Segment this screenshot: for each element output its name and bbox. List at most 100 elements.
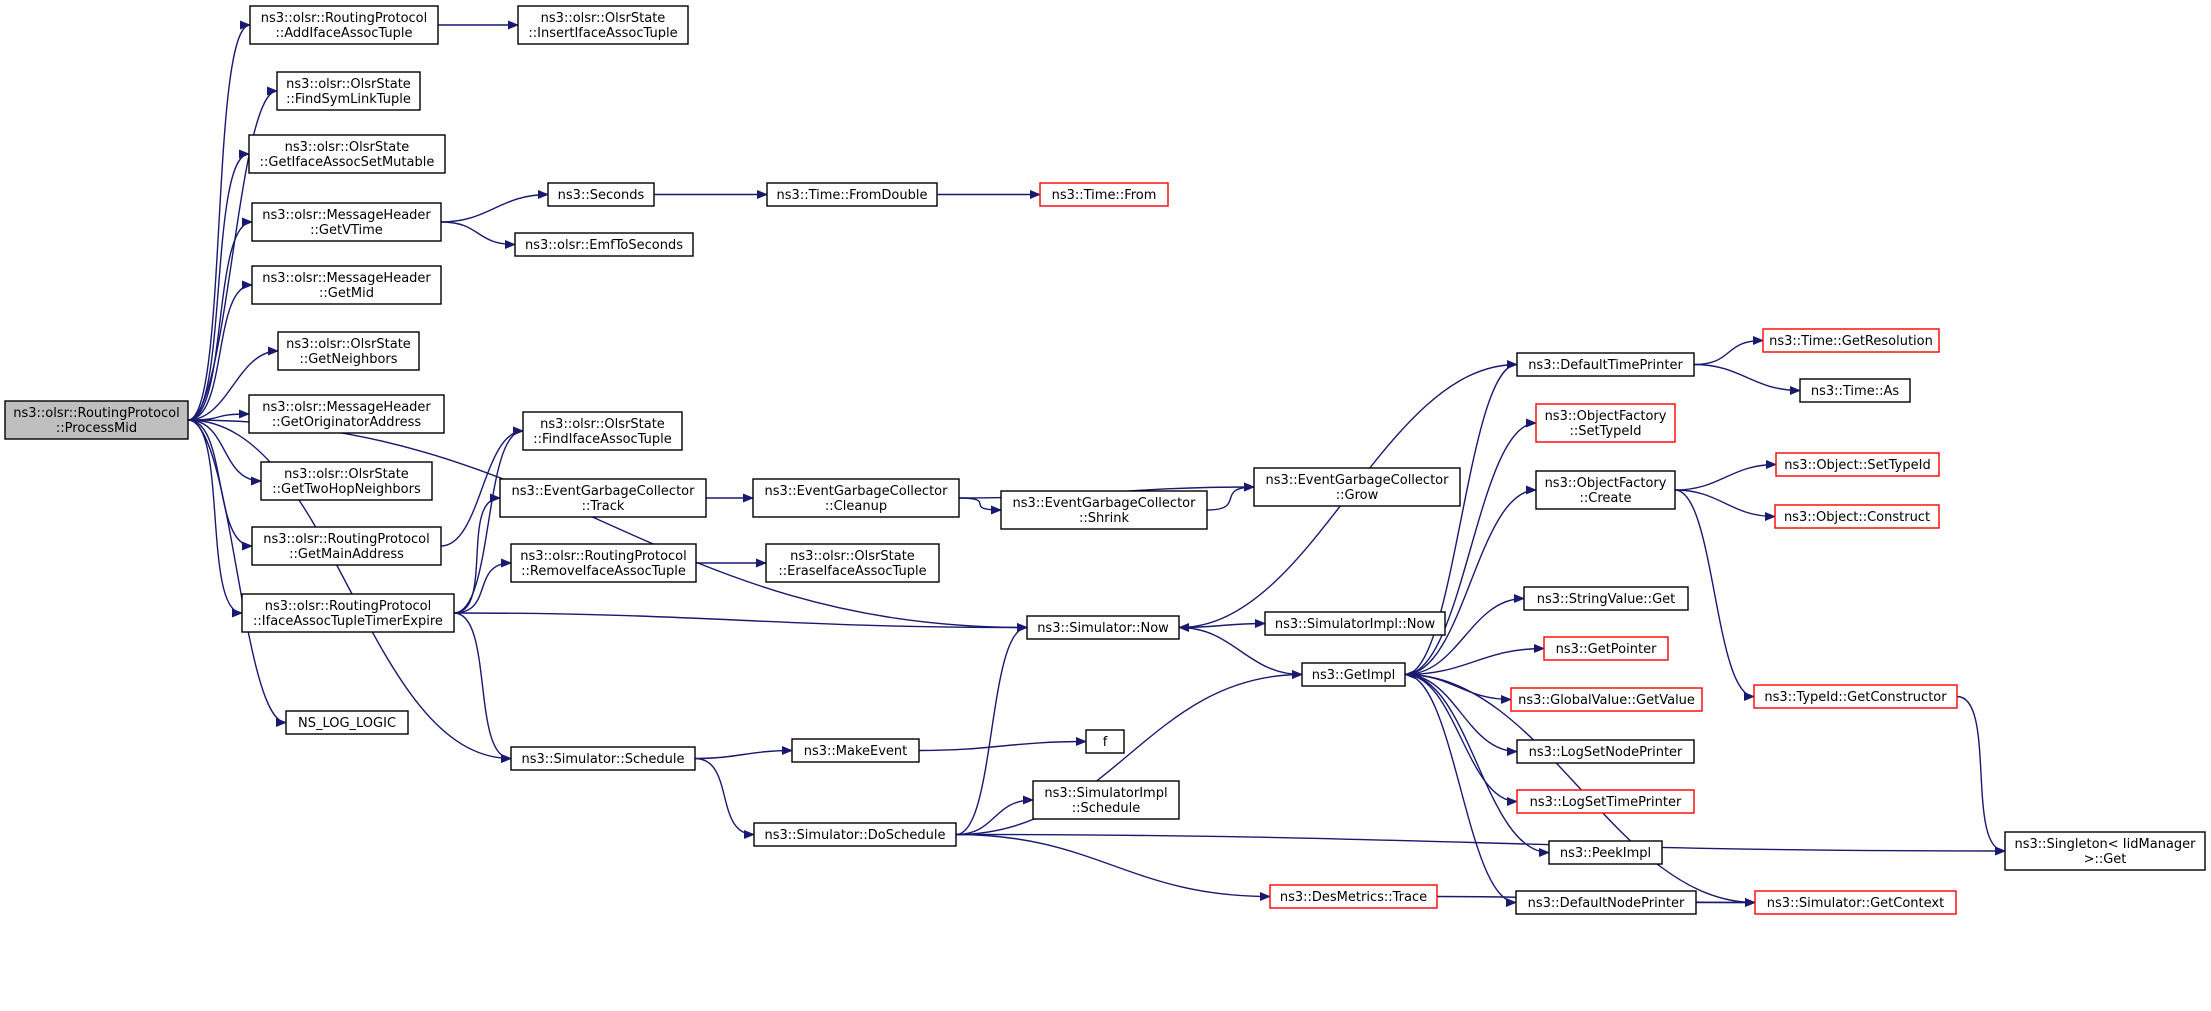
node-seconds[interactable]: ns3::Seconds (547, 182, 655, 207)
node-str-get[interactable]: ns3::StringValue::Get (1523, 586, 1689, 611)
node-make-event[interactable]: ns3::MakeEvent (791, 738, 920, 763)
edge-line (1956, 695, 2007, 856)
node-egc-grow[interactable]: ns3::EventGarbageCollector::Grow (1253, 467, 1461, 507)
node-label: ns3::DesMetrics::Trace (1280, 890, 1427, 905)
edge-get-impl-to-log-set-time (1404, 673, 1519, 806)
node-log-set-node[interactable]: ns3::LogSetNodePrinter (1516, 739, 1695, 764)
edge-line (453, 426, 525, 614)
node-label: ns3::Simulator::DoSchedule (764, 828, 945, 843)
node-label: ns3::olsr::MessageHeader (262, 208, 431, 223)
node-obj-construct[interactable]: ns3::Object::Construct (1774, 504, 1940, 529)
node-ins-iface[interactable]: ns3::olsr::OlsrState::InsertIfaceAssocTu… (517, 5, 689, 45)
node-get-context[interactable]: ns3::Simulator::GetContext (1754, 890, 1957, 915)
node-label: ::GetNeighbors (299, 352, 397, 367)
node-of-set-type-id[interactable]: ns3::ObjectFactory::SetTypeId (1535, 403, 1676, 443)
node-box (510, 746, 696, 771)
node-f[interactable]: f (1085, 729, 1125, 754)
node-label: ns3::Time::FromDouble (777, 188, 928, 203)
node-get-neigh[interactable]: ns3::olsr::OlsrState::GetNeighbors (277, 331, 420, 371)
node-from-double[interactable]: ns3::Time::FromDouble (766, 182, 938, 207)
node-sim-impl-now[interactable]: ns3::SimulatorImpl::Now (1264, 611, 1446, 636)
node-label: ::Grow (1336, 488, 1379, 503)
node-label: ns3::olsr::OlsrState (790, 549, 915, 564)
node-get-mid[interactable]: ns3::olsr::MessageHeader::GetMid (251, 265, 442, 305)
node-label: ns3::olsr::OlsrState (541, 11, 666, 26)
edge-get-impl-to-peek-impl (1404, 673, 1551, 857)
node-label: NS_LOG_LOGIC (298, 716, 396, 731)
node-label: ns3::GetImpl (1312, 668, 1396, 683)
node-impl-schedule[interactable]: ns3::SimulatorImpl::Schedule (1032, 780, 1180, 820)
node-label: ::FindSymLinkTuple (286, 92, 411, 107)
node-label: ns3::Simulator::Schedule (521, 752, 684, 767)
edge-line (955, 833, 1272, 901)
node-label: ns3::Simulator::GetContext (1767, 896, 1944, 911)
node-get-pointer[interactable]: ns3::GetPointer (1543, 636, 1669, 661)
node-box (248, 134, 446, 174)
node-get-orig[interactable]: ns3::olsr::MessageHeader::GetOriginatorA… (248, 394, 445, 434)
edge-sim-schedule-to-make-event (694, 746, 794, 760)
node-add-iface[interactable]: ns3::olsr::RoutingProtocol::AddIfaceAsso… (249, 5, 439, 45)
edge-get-impl-to-def-node-pr (1404, 673, 1518, 907)
node-label: ::Track (582, 499, 625, 514)
node-of-create[interactable]: ns3::ObjectFactory::Create (1535, 470, 1676, 510)
node-label: ::IfaceAssocTupleTimerExpire (253, 614, 443, 629)
node-find-sym[interactable]: ns3::olsr::OlsrState::FindSymLinkTuple (276, 71, 421, 111)
node-get-impl[interactable]: ns3::GetImpl (1301, 662, 1406, 687)
node-erase-iface[interactable]: ns3::olsr::OlsrState::EraseIfaceAssocTup… (765, 543, 940, 583)
node-label: ns3::olsr::OlsrState (540, 417, 665, 432)
node-box (753, 822, 957, 847)
node-box (251, 526, 442, 566)
node-type-id-ctor[interactable]: ns3::TypeId::GetConstructor (1753, 684, 1958, 709)
node-ns-log[interactable]: NS_LOG_LOGIC (285, 710, 409, 735)
edge-line (1404, 673, 1519, 806)
edge-root-to-get-vtime (187, 217, 254, 421)
node-def-time-pr[interactable]: ns3::DefaultTimePrinter (1516, 352, 1695, 377)
node-box (1253, 467, 1461, 507)
node-get-two-hop[interactable]: ns3::olsr::OlsrState::GetTwoHopNeighbors (260, 461, 433, 501)
node-get-iface-set[interactable]: ns3::olsr::OlsrState::GetIfaceAssocSetMu… (248, 134, 446, 174)
node-do-schedule[interactable]: ns3::Simulator::DoSchedule (753, 822, 957, 847)
node-time-from[interactable]: ns3::Time::From (1039, 182, 1169, 207)
node-find-iface[interactable]: ns3::olsr::OlsrState::FindIfaceAssocTupl… (522, 411, 683, 451)
node-log-set-time[interactable]: ns3::LogSetTimePrinter (1516, 789, 1695, 814)
node-sim-schedule[interactable]: ns3::Simulator::Schedule (510, 746, 696, 771)
node-sim-now[interactable]: ns3::Simulator::Now (1026, 615, 1180, 640)
node-remove-iface[interactable]: ns3::olsr::RoutingProtocol::RemoveIfaceA… (510, 543, 697, 583)
edge-iface-expire-to-egc-track (453, 493, 502, 614)
edge-line (1178, 626, 1304, 679)
node-box (1264, 611, 1446, 636)
node-gv-get[interactable]: ns3::GlobalValue::GetValue (1510, 687, 1703, 712)
node-label: ::GetTwoHopNeighbors (272, 482, 421, 497)
node-label: ns3::Time::From (1052, 188, 1157, 203)
node-obj-set-type-id[interactable]: ns3::Object::SetTypeId (1775, 452, 1940, 477)
node-label: ::GetOriginatorAddress (272, 415, 422, 430)
node-box (514, 232, 694, 257)
node-def-node-pr[interactable]: ns3::DefaultNodePrinter (1515, 890, 1697, 915)
edge-get-vtime-to-emf (440, 221, 517, 249)
node-get-vtime[interactable]: ns3::olsr::MessageHeader::GetVTime (251, 202, 442, 242)
edge-line (453, 493, 502, 614)
edge-root-to-iface-expire (187, 419, 244, 618)
node-egc-shrink[interactable]: ns3::EventGarbageCollector::Shrink (1000, 490, 1208, 530)
node-box (251, 265, 442, 305)
node-iface-expire[interactable]: ns3::olsr::RoutingProtocol::IfaceAssocTu… (241, 593, 455, 633)
edge-sim-now-to-get-impl (1178, 626, 1304, 679)
node-label: ns3::GlobalValue::GetValue (1518, 693, 1695, 708)
node-box (1301, 662, 1406, 687)
node-singleton[interactable]: ns3::Singleton< IidManager >::Get (2004, 831, 2206, 871)
edge-root-to-get-iface-set (187, 149, 251, 421)
node-get-main[interactable]: ns3::olsr::RoutingProtocol::GetMainAddre… (251, 526, 442, 566)
node-emf[interactable]: ns3::olsr::EmfToSeconds (514, 232, 694, 257)
node-label: ns3::DefaultTimePrinter (1528, 358, 1683, 373)
node-egc-cleanup[interactable]: ns3::EventGarbageCollector::Cleanup (752, 478, 960, 518)
node-time-as[interactable]: ns3::Time::As (1799, 378, 1911, 403)
edge-line (1404, 418, 1538, 676)
edge-line (453, 612, 513, 763)
node-root[interactable]: ns3::olsr::RoutingProtocol::ProcessMid (4, 400, 189, 440)
node-label: ns3::EventGarbageCollector (765, 484, 949, 499)
node-egc-track[interactable]: ns3::EventGarbageCollector::Track (499, 478, 707, 518)
edge-get-impl-to-of-create (1404, 485, 1538, 676)
node-peek-impl[interactable]: ns3::PeekImpl (1548, 840, 1663, 865)
node-get-res[interactable]: ns3::Time::GetResolution (1762, 328, 1940, 353)
node-des-trace[interactable]: ns3::DesMetrics::Trace (1269, 884, 1438, 909)
